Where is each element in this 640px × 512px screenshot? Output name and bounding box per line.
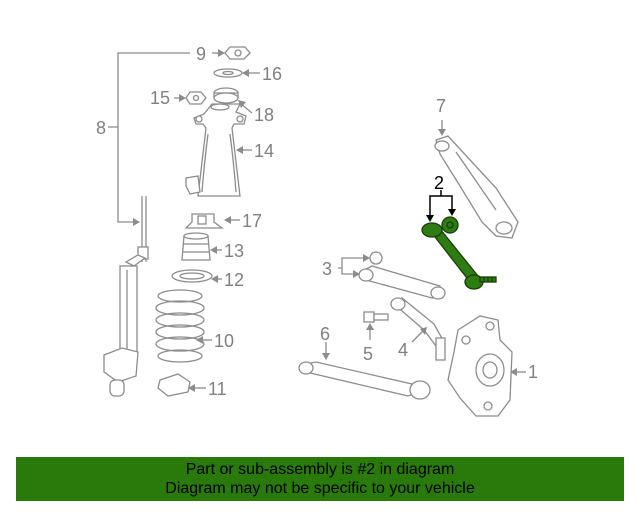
callout-5: 5 bbox=[363, 344, 373, 364]
callout-6: 6 bbox=[320, 324, 330, 344]
banner-line-part-ref: Part or sub-assembly is #2 in diagram bbox=[185, 461, 455, 478]
shock-absorber bbox=[103, 196, 149, 397]
control-arm-part-4 bbox=[390, 297, 446, 361]
callout-18: 18 bbox=[254, 105, 274, 125]
nut-part-9 bbox=[212, 46, 251, 60]
callout-12: 12 bbox=[224, 270, 244, 290]
washer-part-16 bbox=[213, 68, 260, 78]
bolt-part-5 bbox=[363, 311, 389, 340]
coil-spring-part-10 bbox=[155, 289, 212, 363]
bumper-part-17 bbox=[184, 213, 240, 229]
callout-11: 11 bbox=[208, 379, 227, 399]
parts-diagram: 9 16 15 18 8 14 17 13 12 10 11 7 2 3 5 4… bbox=[96, 44, 538, 417]
callout-13: 13 bbox=[224, 241, 244, 261]
mount-part-18 bbox=[213, 87, 253, 114]
bump-stop-part-13 bbox=[181, 232, 222, 261]
callout-14: 14 bbox=[254, 141, 274, 161]
callout-16: 16 bbox=[262, 64, 282, 84]
callout-4: 4 bbox=[398, 340, 408, 360]
insulator-part-11 bbox=[157, 373, 206, 397]
lateral-link-part-6 bbox=[298, 342, 431, 400]
callout-17: 17 bbox=[242, 211, 262, 231]
callout-10: 10 bbox=[214, 331, 234, 351]
toe-control-arm-part-2 bbox=[421, 190, 497, 290]
callout-7: 7 bbox=[436, 96, 446, 116]
nut-part-15 bbox=[174, 91, 207, 105]
insulator-part-12 bbox=[171, 269, 222, 283]
air-spring-part-14 bbox=[185, 103, 252, 197]
callout-2: 2 bbox=[434, 173, 444, 193]
upper-arm-part-7 bbox=[434, 120, 519, 239]
callout-1: 1 bbox=[528, 362, 538, 382]
control-arm-part-3 bbox=[338, 251, 446, 300]
callout-8-leader bbox=[108, 52, 190, 226]
callout-3: 3 bbox=[322, 259, 332, 279]
banner-line-disclaimer: Diagram may not be specific to your vehi… bbox=[165, 480, 475, 497]
callout-9: 9 bbox=[196, 44, 206, 64]
knuckle-part-1 bbox=[447, 315, 526, 417]
callout-8: 8 bbox=[96, 118, 106, 138]
info-banner: Part or sub-assembly is #2 in diagram Di… bbox=[16, 457, 624, 501]
callout-15: 15 bbox=[150, 88, 170, 108]
